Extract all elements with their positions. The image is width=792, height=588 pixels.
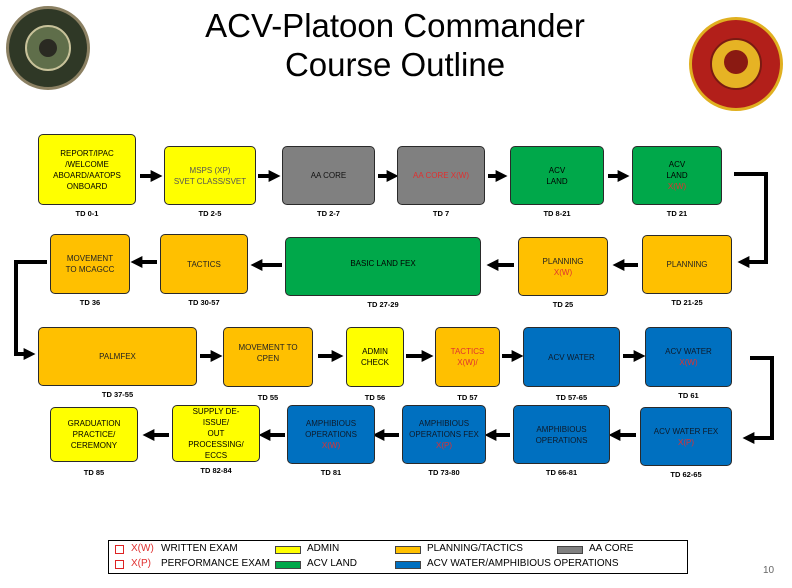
exam-marker: X(W) <box>321 441 341 450</box>
legend-xw-label: WRITTEN EXAM <box>161 543 238 554</box>
td-label: TD 0-1 <box>75 209 99 218</box>
step-tactics: TACTICS <box>160 234 248 294</box>
td-label: TD 66-81 <box>545 468 578 477</box>
connector-row1-row2 <box>734 172 768 268</box>
step-basic-land-fex: BASIC LAND FEX <box>285 237 481 296</box>
step-msps: MSPS (XP)SVET CLASS/SVET <box>164 146 256 205</box>
exam-marker: X(P) <box>678 437 694 447</box>
td-label: TD 57-65 <box>555 393 588 402</box>
connector-row2-row3 <box>14 260 47 360</box>
td-label: TD 2-7 <box>317 209 340 218</box>
step-palmfex: PALMFEX <box>38 327 197 386</box>
checkbox-icon <box>115 560 124 569</box>
td-label: TD 21-25 <box>671 298 703 307</box>
legend-aa-core: AA CORE <box>589 543 634 554</box>
td-label: TD 36 <box>79 298 101 307</box>
step-planning-exam: PLANNING X(W) <box>518 237 608 296</box>
step-acv-water-fex: ACV WATER FEX X(P) <box>640 407 732 466</box>
page-number: 10 <box>763 565 775 576</box>
legend-acv-land: ACV LAND <box>307 558 358 569</box>
td-label: TD 56 <box>364 393 386 402</box>
td-label: TD 55 <box>257 393 279 402</box>
td-label: TD 82-84 <box>200 466 232 475</box>
td-label: TD 2-5 <box>198 209 222 218</box>
legend-admin: ADMIN <box>307 543 340 554</box>
td-label: TD 30-57 <box>188 298 220 307</box>
legend-swatch-admin <box>275 546 301 554</box>
step-aa-core: AA CORE <box>282 146 375 205</box>
td-label: TD 61 <box>678 391 699 400</box>
legend-xp-label: PERFORMANCE EXAM <box>161 558 270 569</box>
legend-planning: PLANNING/TACTICS <box>427 543 523 554</box>
exam-marker: X(W)/ <box>457 358 478 367</box>
step-planning: PLANNING <box>642 235 732 294</box>
connector-row3-row4 <box>742 356 774 444</box>
td-label: TD 62-65 <box>670 470 702 479</box>
legend-swatch-acv-water <box>395 561 421 569</box>
td-label: TD 81 <box>320 468 342 477</box>
exam-marker: X(P) <box>436 441 452 450</box>
td-label: TD 73-80 <box>428 468 460 477</box>
td-label: TD 25 <box>552 300 574 309</box>
td-label: TD 21 <box>666 209 688 218</box>
td-label: TD 85 <box>83 468 105 477</box>
left-seal-logo <box>6 6 90 90</box>
legend: X(W) WRITTEN EXAM X(P) PERFORMANCE EXAM … <box>108 540 688 574</box>
title-line-2: Course Outline <box>284 46 506 83</box>
td-label: TD 57 <box>457 393 478 402</box>
right-seal-logo <box>689 17 783 111</box>
exam-marker: X(W) <box>679 358 698 367</box>
step-tactics-exam: TACTICS X(W)/ <box>435 327 500 387</box>
legend-acv-water: ACV WATER/AMPHIBIOUS OPERATIONS <box>427 558 619 569</box>
checkbox-icon <box>115 545 124 554</box>
step-acv-water: ACV WATER <box>523 327 620 387</box>
td-label: TD 27-29 <box>367 300 399 309</box>
step-aa-core-exam: AA CORE X(W) <box>397 146 485 205</box>
td-label: TD 7 <box>432 209 450 218</box>
title-line-1: ACV-Platoon Commander <box>205 7 585 44</box>
exam-marker: X(W) <box>553 267 573 277</box>
legend-swatch-acv-land <box>275 561 301 569</box>
td-label: TD 37-55 <box>101 390 134 399</box>
exam-marker: X(W) <box>667 182 687 191</box>
slide-title: ACV-Platoon Commander Course Outline <box>150 6 640 84</box>
legend-xw-code: X(W) <box>131 543 154 554</box>
legend-swatch-aa-core <box>557 546 583 554</box>
legend-swatch-planning <box>395 546 421 554</box>
legend-xp-code: X(P) <box>131 558 151 569</box>
td-label: TD 8-21 <box>543 209 571 218</box>
step-acv-water-exam: ACV WATER X(W) <box>645 327 732 387</box>
